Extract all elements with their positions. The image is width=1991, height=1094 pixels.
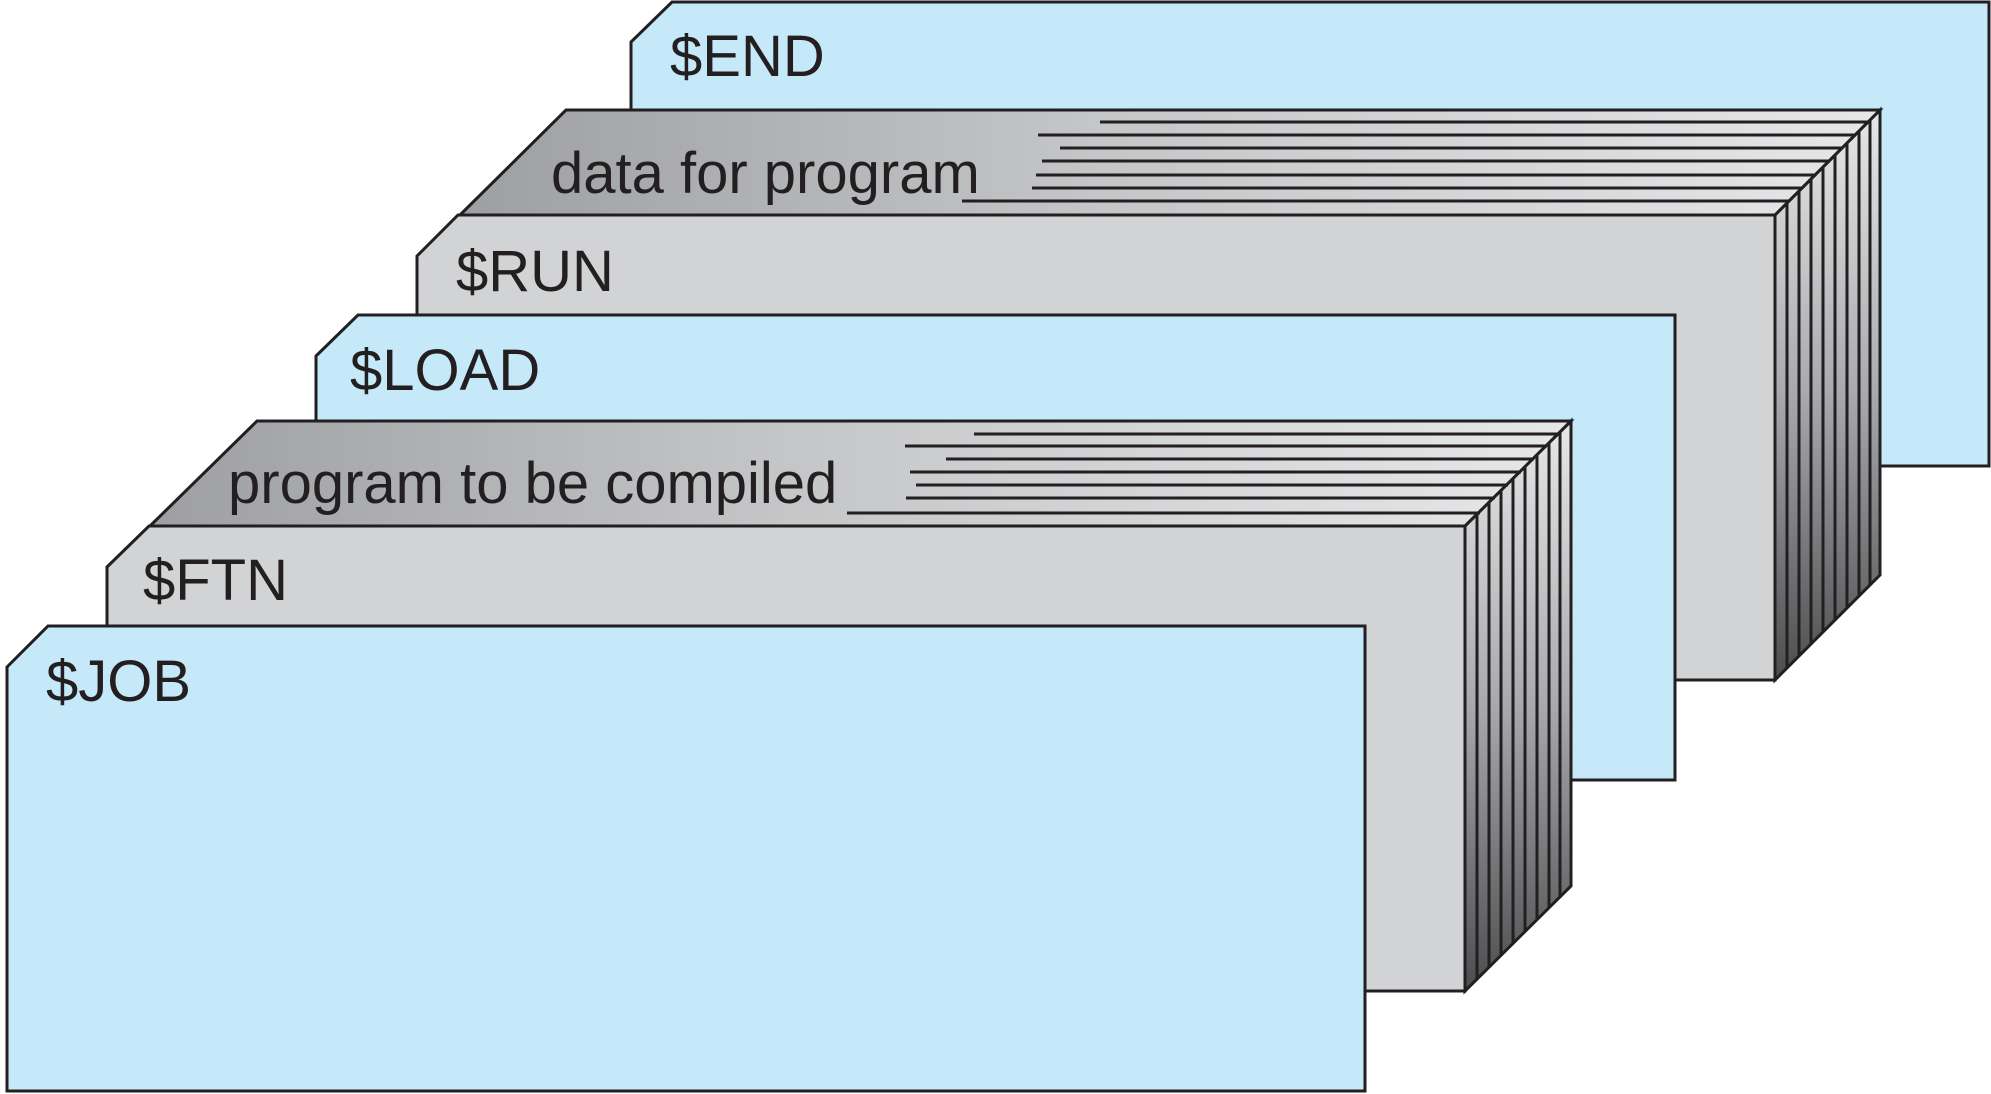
end-card-label: $END <box>670 24 825 89</box>
data-deck-side-edges <box>1785 120 1872 668</box>
load-card-label: $LOAD <box>350 338 540 403</box>
job-card-label: $JOB <box>46 649 191 714</box>
job-card: $JOB <box>5 624 1367 1093</box>
program-deck-top-edges <box>847 432 1559 515</box>
ftn-card-label: $FTN <box>143 548 288 613</box>
program-deck-side-edges <box>1475 432 1562 979</box>
run-card-label: $RUN <box>456 239 614 304</box>
job-card-shape <box>5 624 1367 1093</box>
data-deck-top-edges <box>962 120 1868 203</box>
program-deck-label: program to be compiled <box>228 451 837 516</box>
data-deck-label: data for program <box>551 141 980 206</box>
